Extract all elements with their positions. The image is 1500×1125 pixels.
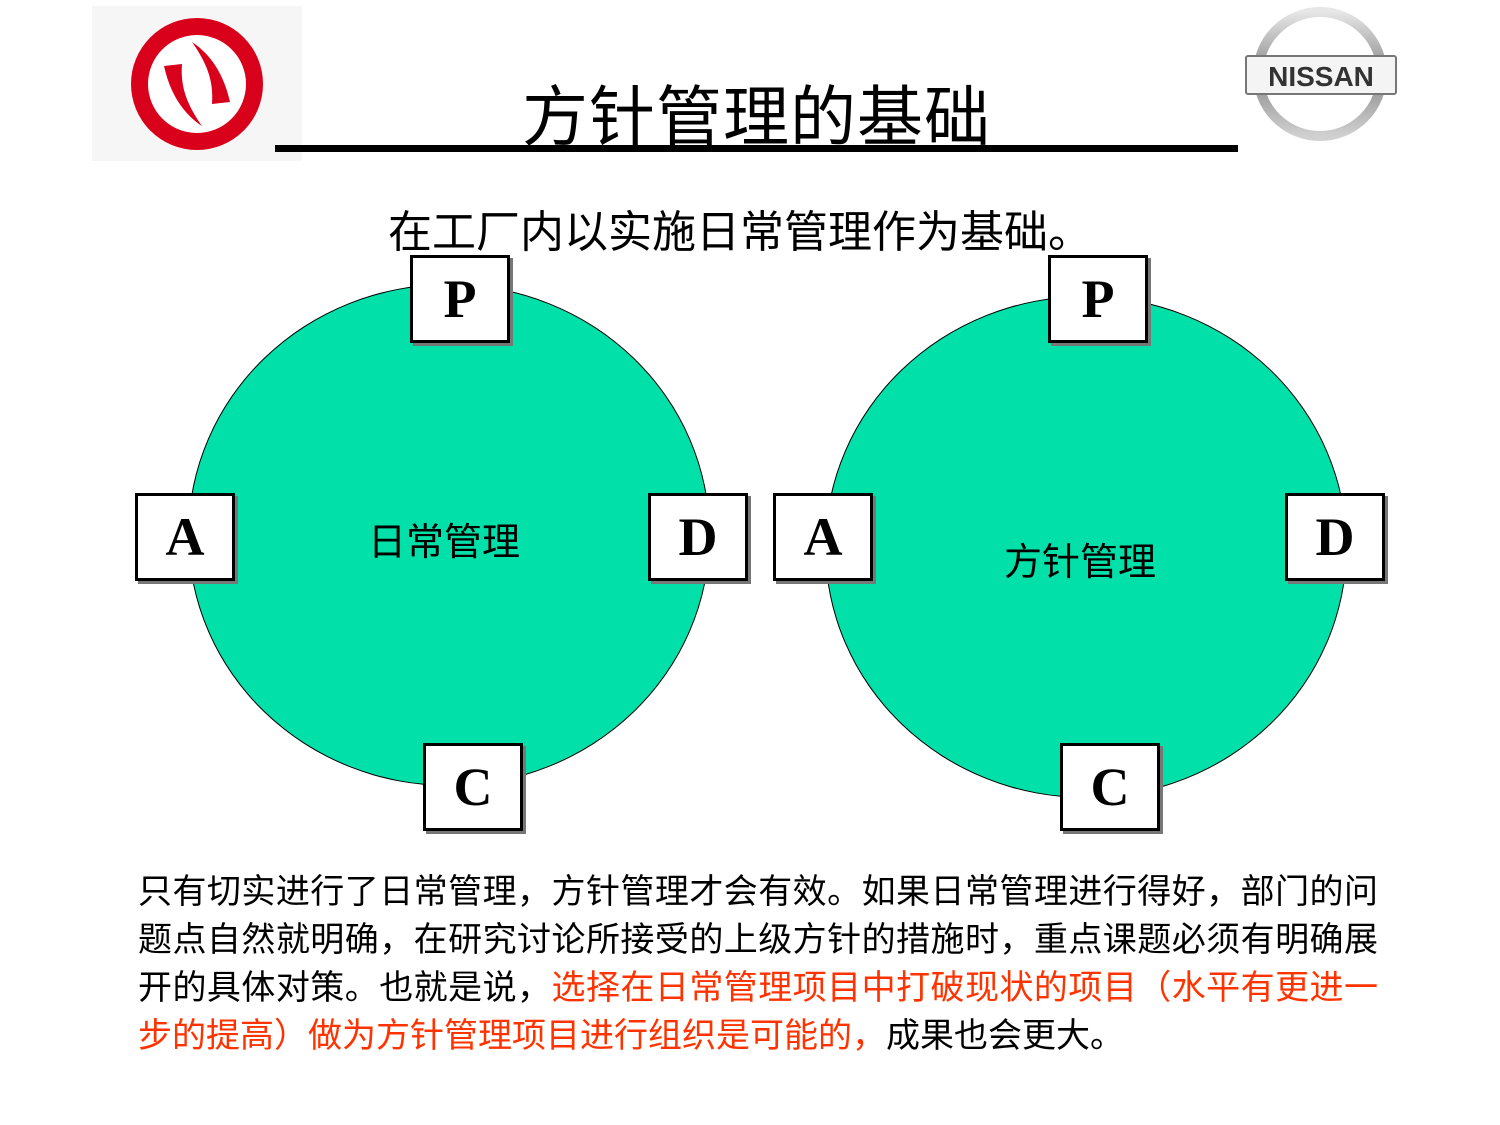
pdca-plan-box-policy: P [1048, 255, 1148, 343]
pdca-act-box-daily: A [135, 493, 235, 581]
explanation-paragraph: 只有切实进行了日常管理，方针管理才会有效。如果日常管理进行得好，部门的问题点自然… [138, 868, 1378, 1060]
dongfeng-logo [92, 6, 302, 161]
daily-management-label: 日常管理 [368, 520, 521, 564]
policy-management-label: 方针管理 [1004, 540, 1157, 584]
pdca-plan-box-daily: P [410, 255, 510, 343]
pdca-check-box-daily: C [423, 743, 523, 831]
pdca-do-box-daily: D [648, 493, 748, 581]
paragraph-text-2: 成果也会更大。 [886, 1016, 1124, 1056]
title-underline [275, 145, 1238, 152]
nissan-logo: NISSAN [1238, 0, 1408, 155]
policy-management-circle [825, 296, 1347, 798]
paragraph-highlight: 选择在日常管理项目中打破现状的项目（水平有更进一步的提高）做为方针管理项目进行组… [138, 968, 1379, 1056]
nissan-logo-text: NISSAN [1268, 61, 1374, 92]
page-title: 方针管理的基础 [522, 79, 991, 156]
pdca-act-box-policy: A [773, 493, 873, 581]
page-subtitle: 在工厂内以实施日常管理作为基础。 [388, 207, 1092, 258]
pdca-check-box-policy: C [1060, 743, 1160, 831]
paragraph-text-1: 只有切实进行了日常管理，方针管理才会有效。如果日常管理进行得好，部门的问题点自然… [138, 872, 1378, 1008]
pdca-do-box-policy: D [1285, 493, 1385, 581]
